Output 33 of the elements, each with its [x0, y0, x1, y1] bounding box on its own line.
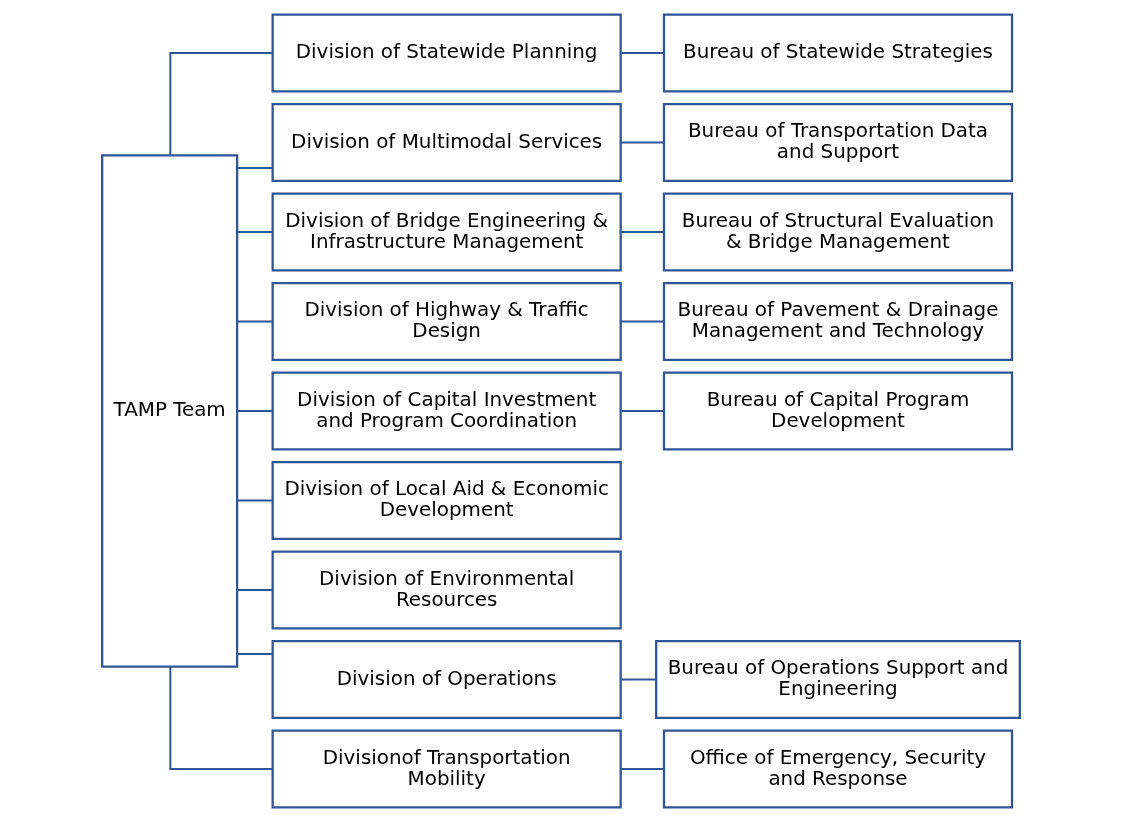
connector — [620, 320, 665, 322]
connector — [620, 51, 665, 54]
connector — [620, 767, 665, 770]
node-box: TAMP Team — [101, 153, 239, 668]
node-box: Bureau of Structural Evaluation & Bridge Management — [662, 192, 1014, 271]
node-box: Bureau of Operations Support and Engineering — [655, 639, 1021, 719]
connector — [236, 652, 274, 655]
node-box: Bureau of Transportation Data and Support — [662, 102, 1014, 182]
node-box: Division of Multimodal Services — [271, 102, 622, 182]
connector — [236, 320, 274, 322]
connector — [236, 230, 274, 233]
connector — [169, 51, 274, 156]
node-box: Division of Highway & Traffic Design — [271, 281, 622, 361]
node-box: Bureau of Pavement & Drainage Management and Technology — [662, 281, 1014, 361]
node-box: Division of Operations — [271, 639, 622, 719]
node-box: Office of Emergency, Security and Response — [662, 728, 1014, 808]
node-box: Division of Environmental Resources — [271, 550, 622, 629]
node-box: Division of Bridge Engineering & Infrastructure Management — [271, 192, 622, 271]
connector — [236, 409, 274, 412]
node-box: Divisionof Transportation Mobility — [271, 728, 622, 808]
connector — [620, 141, 665, 144]
connector — [620, 677, 658, 680]
node-box: Division of Capital Investment and Program Coordination — [271, 371, 622, 450]
connector — [620, 230, 665, 233]
node-box: Division of Local Aid & Economic Development — [271, 460, 622, 540]
connector — [620, 409, 665, 412]
connector — [236, 166, 274, 169]
node-box: Bureau of Statewide Strategies — [662, 13, 1014, 93]
connector — [236, 588, 274, 591]
node-box: Division of Statewide Planning — [271, 13, 622, 93]
connector — [236, 499, 274, 501]
node-box: Bureau of Capital Program Development — [662, 371, 1014, 450]
connector — [169, 665, 274, 770]
